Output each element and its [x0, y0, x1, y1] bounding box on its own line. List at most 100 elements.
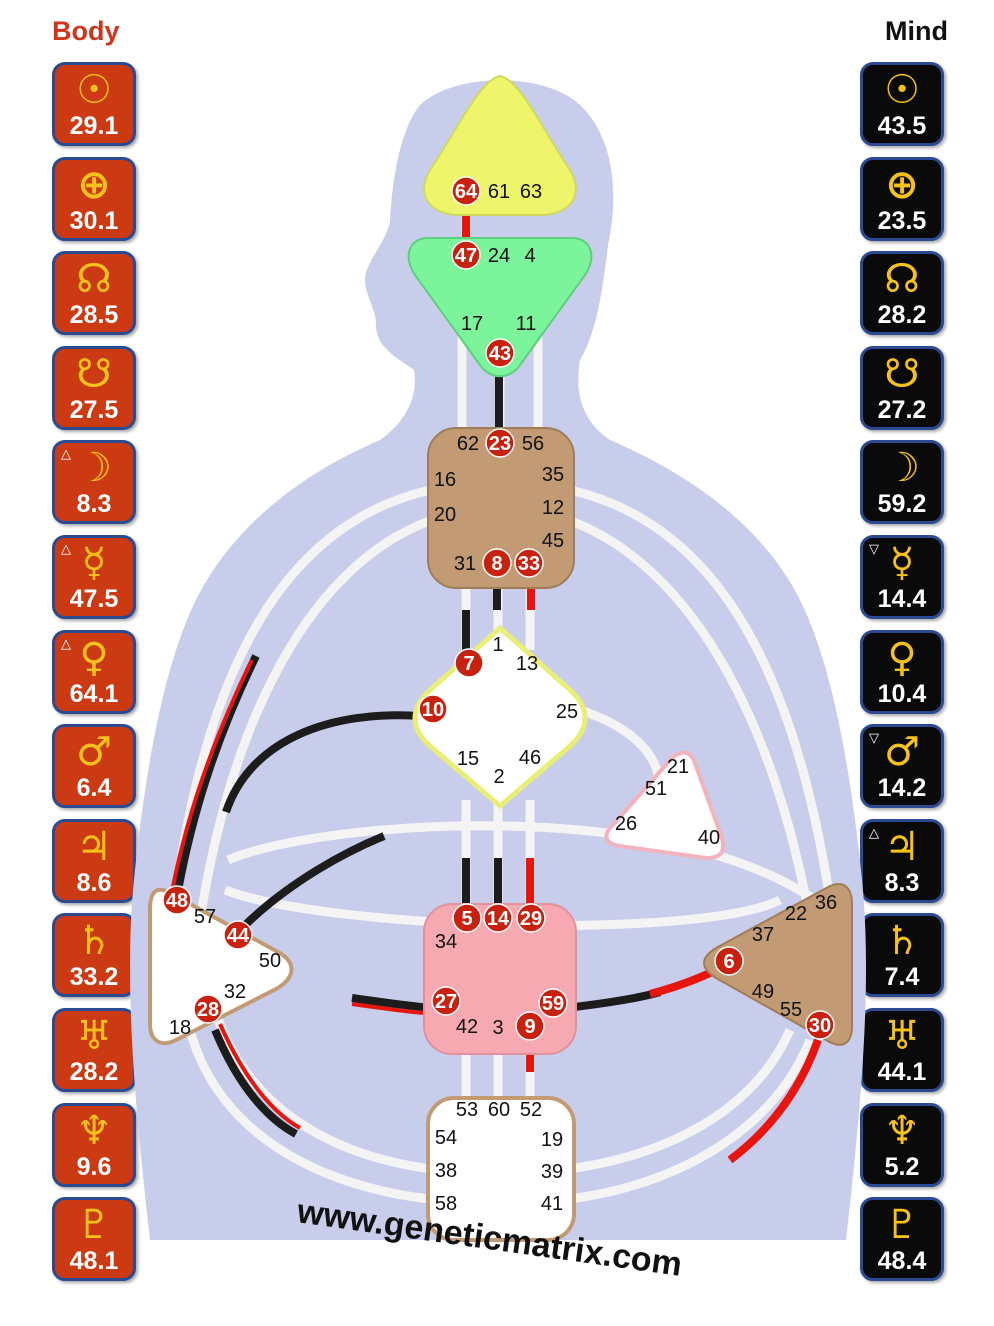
gate-22: 22 [785, 903, 807, 925]
mind-planet-value: 14.4 [877, 584, 927, 613]
gate-28: 28 [197, 999, 219, 1021]
gate-35: 35 [542, 464, 564, 486]
body-planet-value: 28.2 [69, 1057, 119, 1086]
active-gate-marker [451, 240, 481, 270]
gate-58: 58 [435, 1193, 457, 1215]
planet-glyph-icon: ♄ [76, 918, 112, 965]
active-gate-marker [431, 986, 461, 1016]
mind-planet-mark: △ [869, 825, 879, 841]
gate-46: 46 [519, 747, 541, 769]
mind-planet-value: 5.2 [884, 1152, 920, 1181]
body-planet-mark: △ [61, 447, 71, 463]
planet-glyph-icon: ☊ [76, 256, 112, 303]
planet-glyph-icon: ♃ [76, 823, 112, 870]
planet-glyph-icon: ♂ [76, 729, 112, 776]
planet-glyph-icon: ♇ [884, 1202, 920, 1249]
gate-6: 6 [723, 951, 734, 973]
spleen-center [148, 887, 294, 1046]
body-planet-value: 30.1 [69, 206, 119, 235]
gate-47: 47 [455, 245, 477, 267]
active-gate-marker [452, 903, 482, 933]
planet-glyph-icon: ♅ [76, 1012, 112, 1059]
body-planet-tile: ♂6.4 [52, 724, 136, 809]
active-gate-marker [714, 946, 744, 976]
root-center [426, 1096, 576, 1242]
mind-planet-value: 8.3 [884, 868, 920, 897]
mind-planet-value: 14.2 [877, 774, 927, 803]
gate-7: 7 [463, 653, 474, 675]
active-gate-marker [805, 1010, 835, 1040]
mind-planet-mark: ▽ [869, 541, 879, 557]
planet-glyph-icon: ♄ [884, 918, 920, 965]
mind-planet-value: 44.1 [877, 1057, 927, 1086]
body-planet-tile: △♀64.1 [52, 629, 136, 714]
body-planet-tile: △☿47.5 [52, 534, 136, 619]
planet-glyph-icon: ⊕ [885, 161, 919, 208]
active-gate-marker [193, 994, 223, 1024]
planet-glyph-icon: ♀ [79, 634, 109, 681]
gate-26: 26 [615, 813, 637, 835]
gate-56: 56 [522, 433, 544, 455]
gate-62: 62 [457, 433, 479, 455]
mind-planet-tile: ♆5.2 [860, 1102, 944, 1187]
gate-30: 30 [809, 1015, 831, 1037]
planet-glyph-icon: ☿ [889, 539, 915, 586]
body-planet-tile: ☊28.5 [52, 251, 136, 336]
gate-32: 32 [224, 981, 246, 1003]
body-planet-value: 28.5 [69, 301, 119, 330]
gate-36: 36 [815, 892, 837, 914]
mind-planet-value: 10.4 [877, 679, 927, 708]
gate-23: 23 [489, 433, 511, 455]
planet-glyph-icon: ☋ [884, 350, 920, 397]
active-gate-marker [485, 428, 515, 458]
mind-planet-value: 23.5 [877, 206, 927, 235]
mind-planet-value: 27.2 [877, 395, 927, 424]
gate-14: 14 [487, 908, 510, 930]
gate-54: 54 [435, 1127, 457, 1149]
active-gate-marker [454, 648, 484, 678]
active-gate-marker [516, 903, 546, 933]
gate-41: 41 [541, 1193, 563, 1215]
planet-glyph-icon: ☉ [76, 67, 112, 113]
gate-3: 3 [492, 1017, 503, 1039]
gate-57: 57 [194, 906, 216, 928]
gate-50: 50 [259, 950, 281, 972]
body-planet-tile: ♅28.2 [52, 1007, 136, 1092]
gate-19: 19 [541, 1129, 563, 1151]
gate-11: 11 [516, 313, 537, 335]
gate-53: 53 [456, 1099, 478, 1121]
gate-64: 64 [455, 181, 478, 203]
gate-4: 4 [524, 245, 535, 267]
gate-43: 43 [489, 343, 511, 365]
gate-5: 5 [461, 908, 472, 930]
active-channels [168, 210, 822, 1164]
active-gate-marker [418, 694, 448, 724]
planet-glyph-icon: ♂ [884, 729, 920, 776]
body-planet-tile: ♄33.2 [52, 913, 136, 998]
ego-center [604, 750, 726, 861]
planet-glyph-icon: ☊ [884, 256, 920, 303]
body-planet-value: 64.1 [69, 679, 119, 708]
body-planet-mark: △ [61, 541, 71, 557]
mind-planet-tile: △♃8.3 [860, 818, 944, 903]
active-gate-marker [485, 338, 515, 368]
gate-49: 49 [752, 981, 774, 1003]
solar-plexus-center [703, 883, 853, 1046]
mind-planet-value: 28.2 [877, 301, 927, 330]
mind-planet-tile: ☉43.5 [860, 62, 944, 146]
body-planet-value: 8.3 [76, 490, 112, 519]
gate-45: 45 [542, 530, 564, 552]
body-planet-value: 33.2 [69, 963, 119, 992]
planet-glyph-icon: ☽ [884, 445, 920, 492]
ajna-center [407, 237, 593, 378]
gate-55: 55 [780, 999, 802, 1021]
g-center [412, 624, 588, 810]
mind-planet-tile: ⊕23.5 [860, 156, 944, 241]
mind-planet-tile: ☋27.2 [860, 345, 944, 430]
gate-25: 25 [556, 701, 578, 723]
mind-planet-tile: ☊28.2 [860, 251, 944, 336]
body-planet-tile: ♆9.6 [52, 1102, 136, 1187]
gate-37: 37 [752, 924, 774, 946]
